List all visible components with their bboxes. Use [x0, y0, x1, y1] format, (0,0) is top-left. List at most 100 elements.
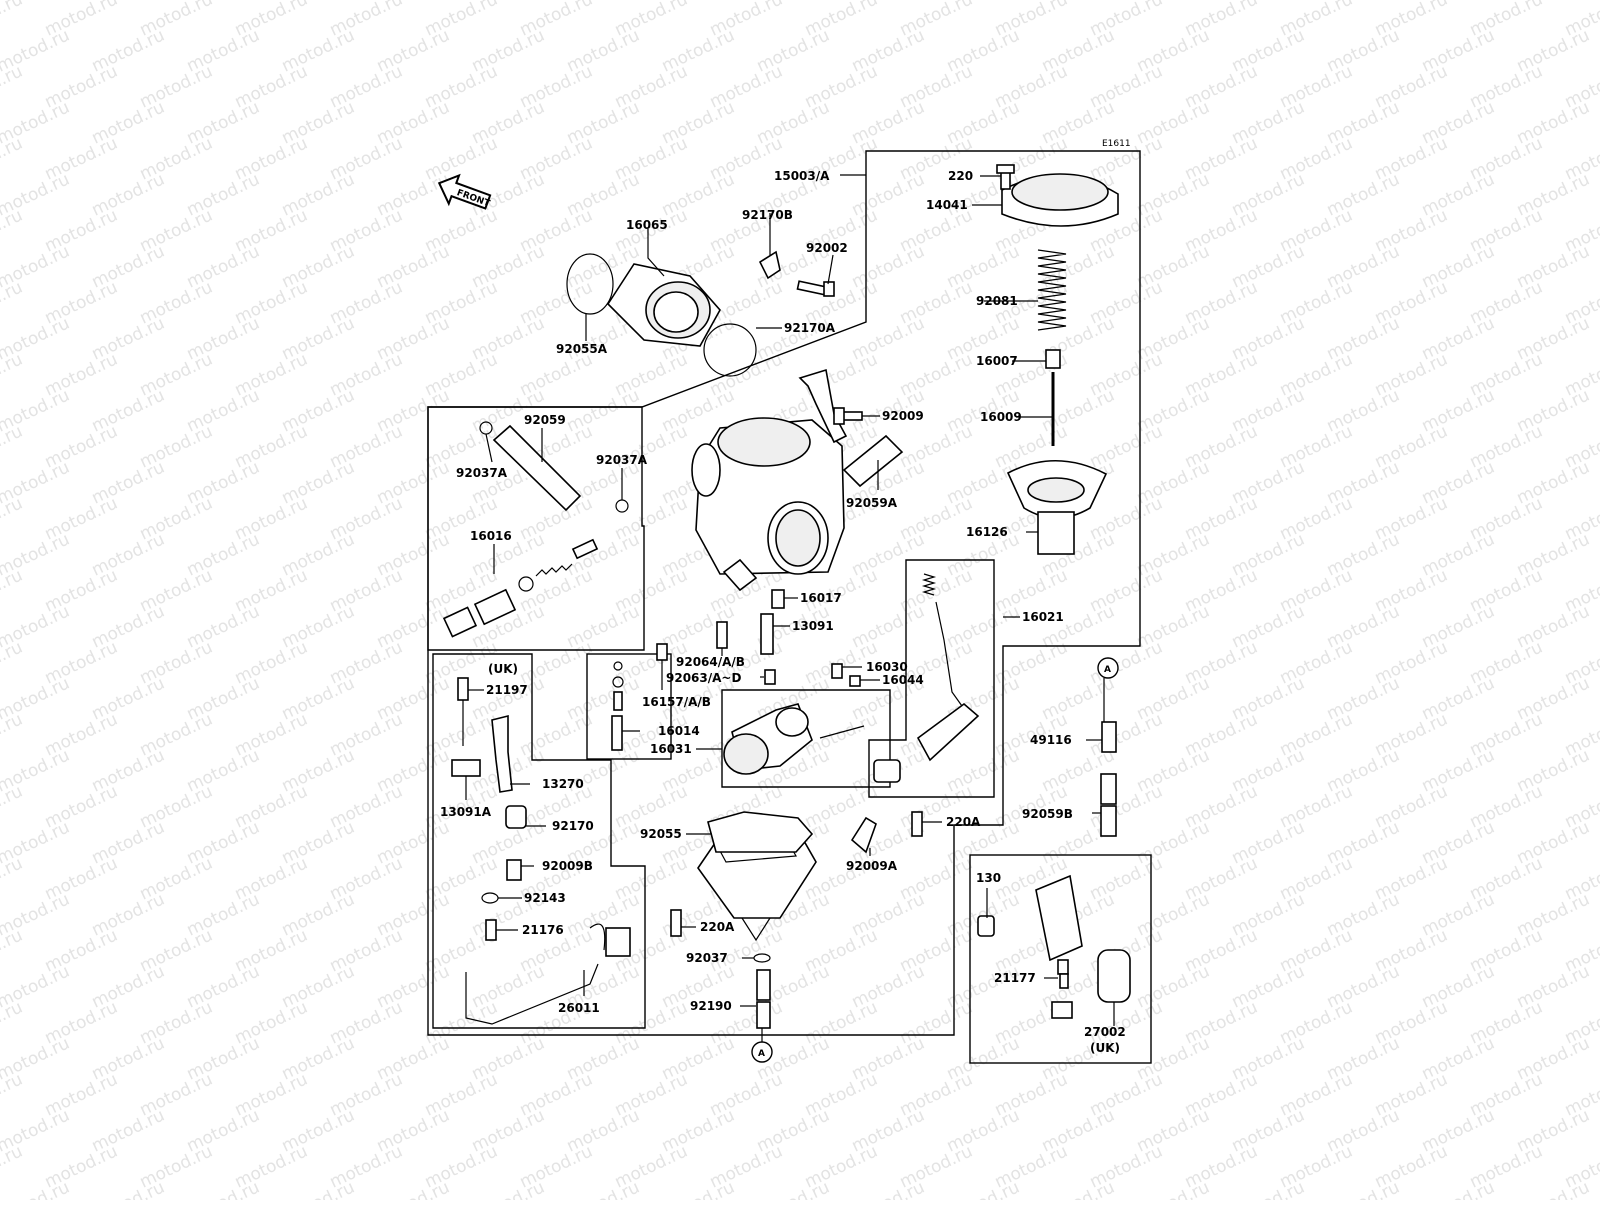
watermark-text: motod.ru [1134, 1177, 1213, 1200]
spring-part [1037, 249, 1067, 331]
watermark-text: motod.ru [0, 781, 26, 832]
label-220a: 220A [700, 920, 735, 934]
label-92170a: 92170A [784, 321, 836, 335]
watermark-text: motod.ru [0, 349, 26, 400]
label-16065: 16065 [626, 218, 668, 232]
label-uk-1: (UK) [488, 662, 518, 676]
label-16157: 16157/A/B [642, 695, 711, 709]
label-49116: 49116 [1030, 733, 1072, 747]
gasket-92037-part [753, 953, 771, 963]
watermark-text: motod.ru [1514, 1177, 1593, 1200]
uk-module-group-boundary [969, 854, 1152, 1064]
watermark-text: motod.ru [1324, 1177, 1403, 1200]
label-92143: 92143 [524, 891, 566, 905]
needle-jet-13091-part [760, 613, 774, 655]
watermark-text: motod.ru [1039, 1177, 1118, 1200]
label-92081: 92081 [976, 294, 1018, 308]
watermark-text: motod.ru [0, 853, 26, 904]
watermark-text: motod.ru [279, 1177, 358, 1200]
watermark-text: motod.ru [0, 133, 26, 184]
label-220: 220 [948, 169, 973, 183]
label-21176: 21176 [522, 923, 564, 937]
label-92055: 92055 [640, 827, 682, 841]
ref-marker-label: A [1104, 665, 1111, 675]
jet-group-boundary [586, 653, 672, 760]
watermark-text: motod.ru [849, 1177, 928, 1200]
label-92059: 92059 [524, 413, 566, 427]
watermark-text: motod.ru [0, 637, 26, 688]
uk-module-parts [977, 874, 1131, 1019]
label-uk-2: (UK) [1090, 1041, 1120, 1055]
watermark-text: motod.ru [0, 205, 26, 256]
watermark-text: motod.ru [659, 1177, 738, 1200]
label-16016: 16016 [470, 529, 512, 543]
watermark-text: motod.ru [564, 1177, 643, 1200]
adjust-screw-part [722, 558, 758, 592]
label-16021: 16021 [1022, 610, 1064, 624]
pilot-screw-set-part [442, 538, 599, 638]
label-16014: 16014 [658, 724, 700, 738]
watermark-text: motod.ru [0, 997, 26, 1048]
label-16009: 16009 [980, 410, 1022, 424]
watermark-text: motod.ru [0, 61, 26, 112]
label-16007: 16007 [976, 354, 1018, 368]
label-92037a: 92037A [456, 466, 508, 480]
watermark-text: motod.ru [944, 1177, 1023, 1200]
jet-16157-part [656, 643, 668, 661]
label-16031: 16031 [650, 742, 692, 756]
label-13091: 13091 [792, 619, 834, 633]
gasket-92055-part [707, 811, 814, 853]
main-jet-92063-part [764, 669, 776, 685]
pilot-screw-group-boundary [427, 406, 645, 651]
watermark-text: motod.ru [89, 1177, 168, 1200]
hose-92059-part [492, 424, 582, 512]
hose-part-a [756, 969, 771, 1001]
watermark-text: motod.ru [0, 1141, 26, 1192]
reference-marker-a-bottom: A [751, 1041, 773, 1063]
uk-throttle-sensor-group-boundary [432, 653, 646, 1029]
clip-16044-part [849, 675, 861, 687]
watermark-text: motod.ru [0, 925, 26, 976]
clip-92037a-part-2 [615, 499, 629, 513]
top-cover-part [996, 164, 1119, 227]
hose-92059b-part [1100, 805, 1117, 837]
label-21197: 21197 [486, 683, 528, 697]
watermark-text: motod.ru [0, 565, 26, 616]
label-21177: 21177 [994, 971, 1036, 985]
intake-holder-part [606, 263, 721, 347]
label-92190: 92190 [690, 999, 732, 1013]
part-labels: 15003/A 220 14041 16065 92170B 92002 921… [440, 169, 1126, 1055]
vacuum-diaphragm-part [1006, 460, 1108, 555]
watermark-text: motod.ru [469, 1177, 548, 1200]
watermark-text: motod.ru [0, 493, 26, 544]
screw-220a-part-2 [911, 811, 923, 837]
label-16044: 16044 [882, 673, 924, 687]
valve-49116-part [1101, 721, 1117, 753]
watermark-text: motod.ru [0, 277, 26, 328]
pilot-jet-92064-part [716, 621, 728, 649]
watermark-text: motod.ru [0, 421, 26, 472]
label-14041: 14041 [926, 198, 968, 212]
o-ring-92055a-part [566, 253, 614, 315]
label-92170: 92170 [552, 819, 594, 833]
label-13270: 13270 [542, 777, 584, 791]
jet-16017-part [771, 589, 785, 609]
watermark-text: motod.ru [1229, 1177, 1308, 1200]
screw-92002-part [796, 280, 835, 297]
label-16030: 16030 [866, 660, 908, 674]
label-16017: 16017 [800, 591, 842, 605]
float-valve-16014-part [611, 661, 624, 751]
diagram-code: E1611 [1102, 139, 1131, 149]
clamp-92170a-part [703, 323, 757, 377]
label-130: 130 [976, 871, 1001, 885]
label-15003: 15003/A [774, 169, 830, 183]
hose-92190-part [756, 1001, 771, 1029]
label-92059b: 92059B [1022, 807, 1073, 821]
carburetor-assembly-boundary [427, 150, 1141, 1036]
label-27002: 27002 [1084, 1025, 1126, 1039]
label-92063: 92063/A~D [666, 671, 741, 685]
choke-cable-group-boundary [868, 559, 995, 798]
hose-92059b-upper-part [1100, 773, 1117, 805]
